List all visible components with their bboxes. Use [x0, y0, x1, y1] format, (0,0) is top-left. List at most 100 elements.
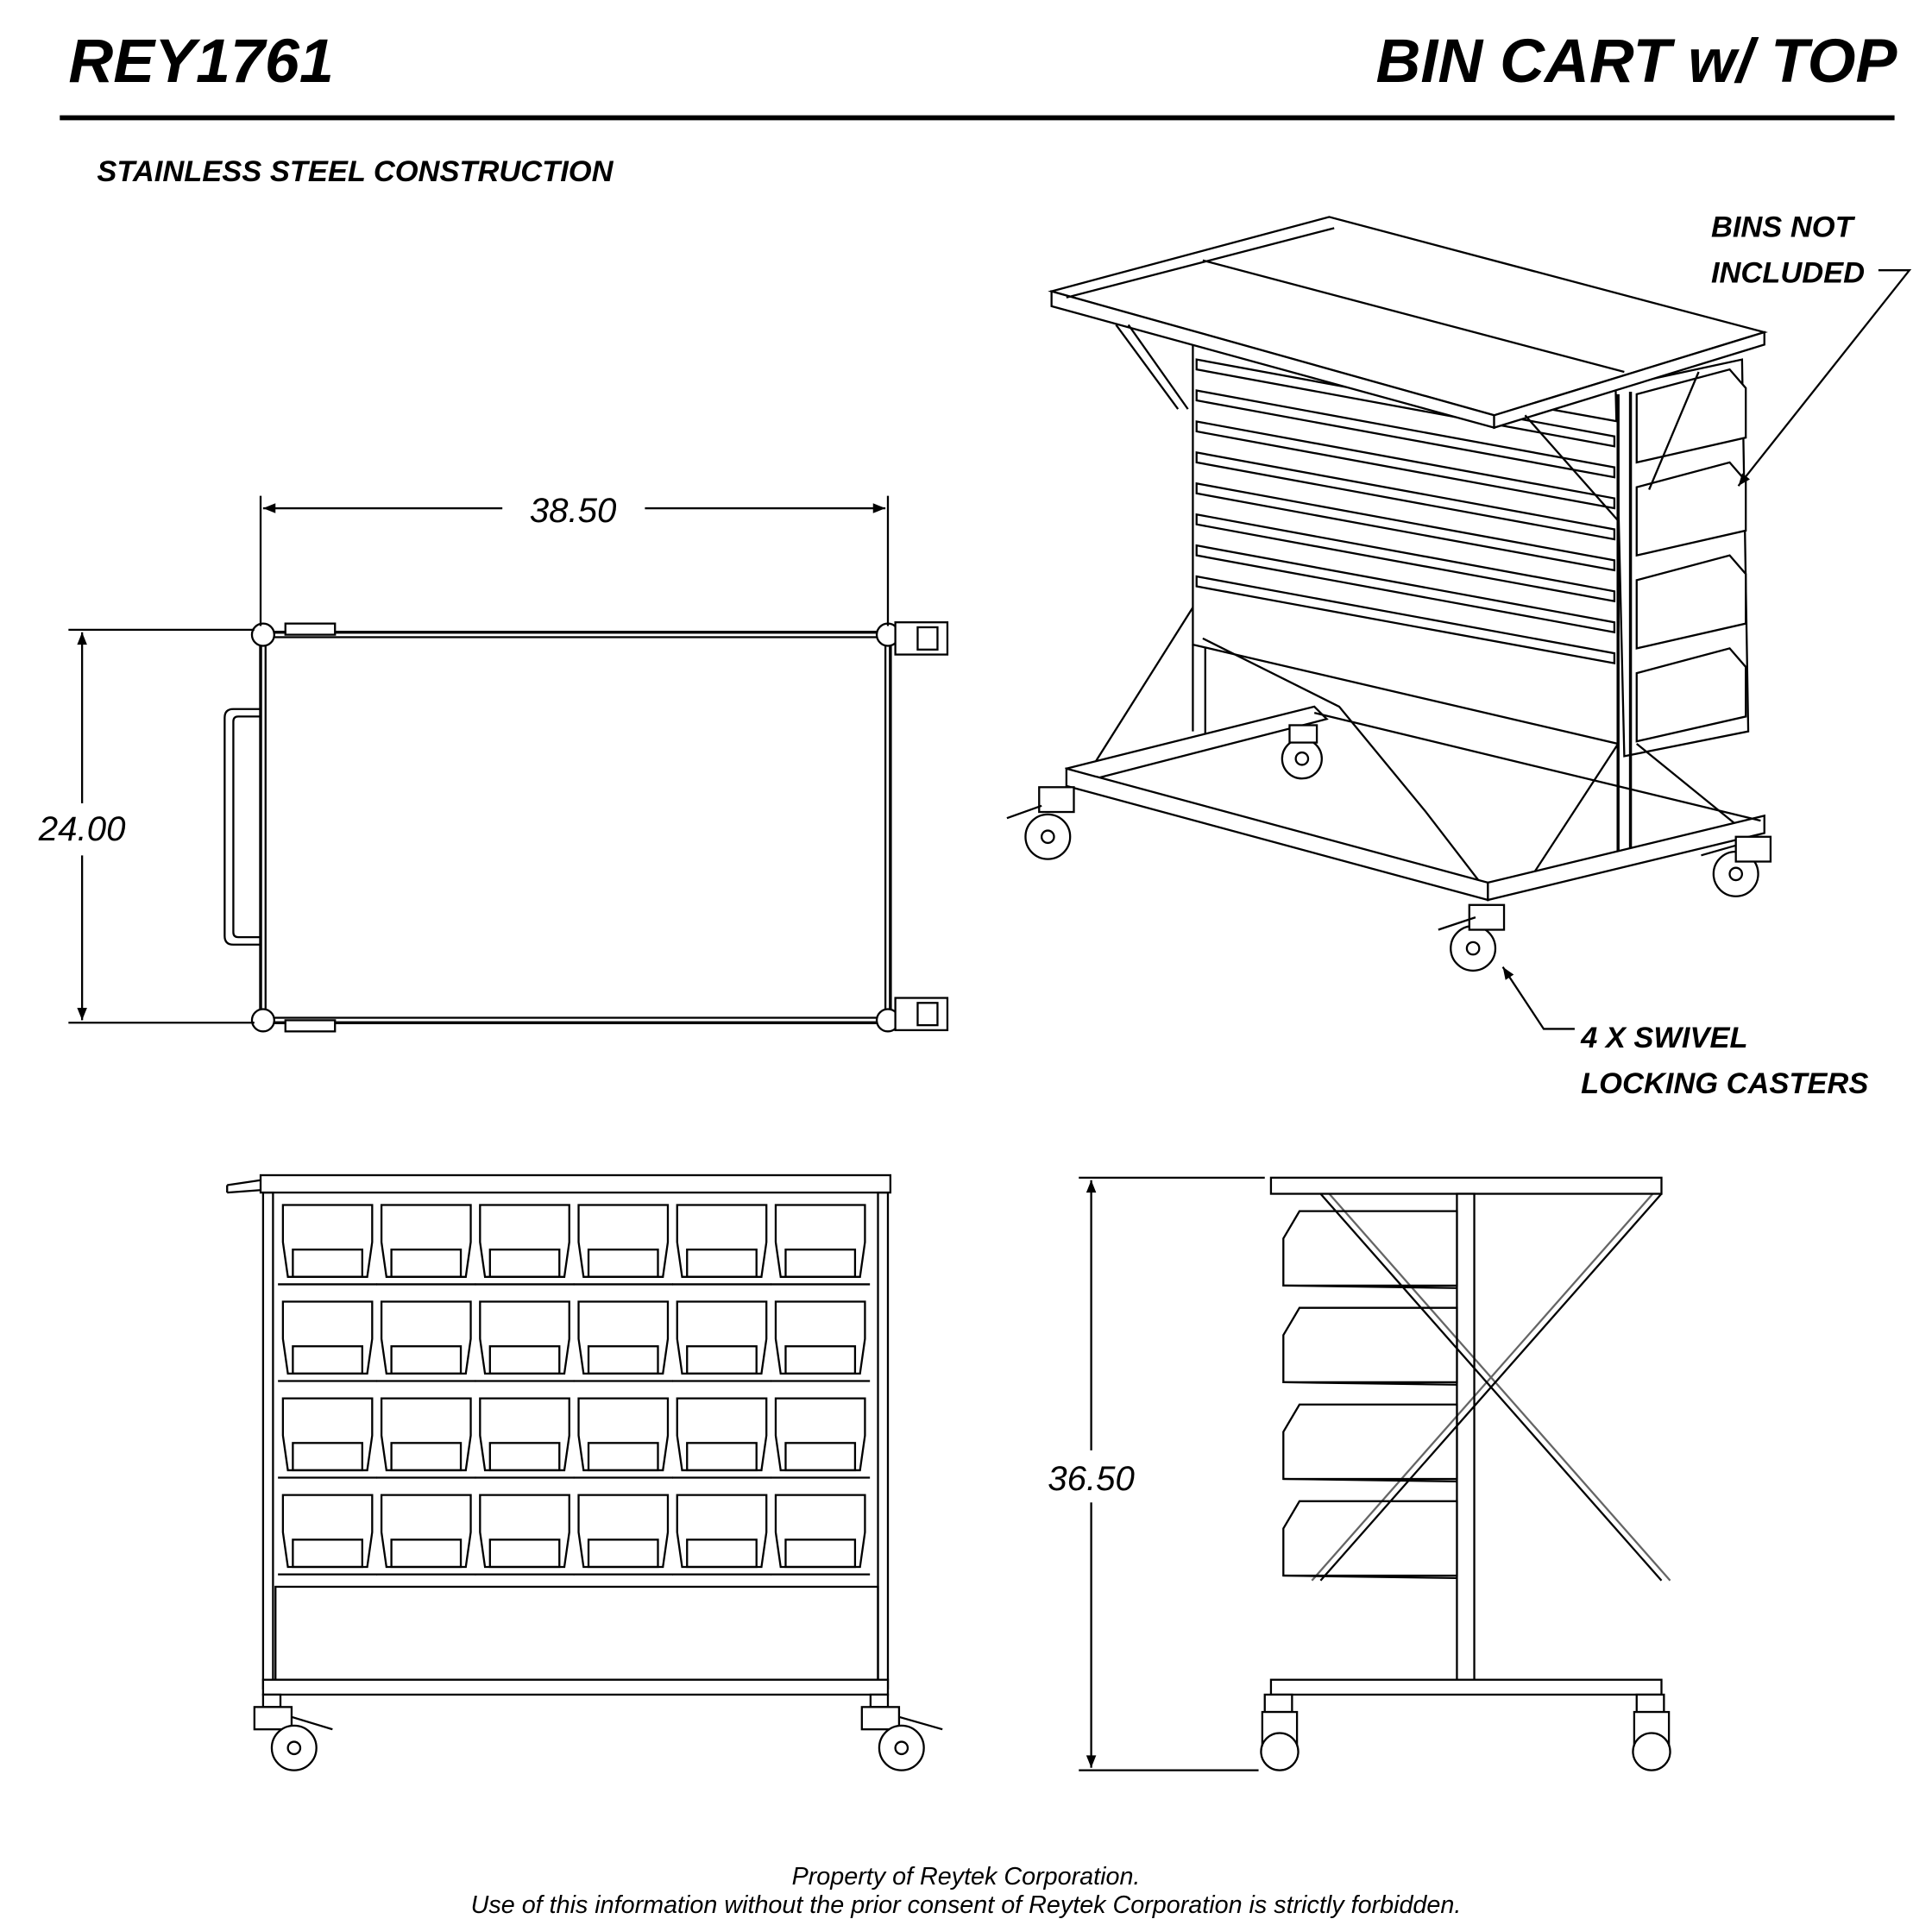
bin-icon: [573, 1397, 673, 1479]
bin-outline: [774, 1204, 866, 1278]
bin-icon: [1282, 1500, 1458, 1577]
bin-outline: [281, 1494, 374, 1569]
bin-icon: [573, 1204, 673, 1286]
side-view: 36.50: [1048, 1176, 1671, 1771]
bin-label-slot: [686, 1249, 758, 1278]
bin-label-slot: [686, 1538, 758, 1569]
bin-icon: [672, 1494, 771, 1576]
bin-icon: [376, 1204, 476, 1286]
bin-outline: [479, 1494, 570, 1569]
caster-icon: [250, 621, 949, 1033]
bin-outline: [676, 1494, 768, 1569]
top-view: 38.50 24.00: [38, 491, 949, 1033]
footer-property: Property of Reytek Corporation.: [792, 1863, 1141, 1891]
bin-label-slot: [488, 1538, 561, 1569]
bin-label-slot: [292, 1249, 363, 1278]
bin-outline: [281, 1300, 374, 1375]
bin-outline: [380, 1204, 472, 1278]
depth-dimension: 24.00: [38, 809, 126, 848]
bin-icon: [672, 1397, 771, 1479]
bin-outline: [479, 1397, 570, 1472]
bin-icon: [475, 1397, 575, 1479]
bin-label-slot: [686, 1442, 758, 1472]
bin-label-slot: [686, 1345, 758, 1375]
bins-note-line1: BINS NOT: [1711, 211, 1856, 243]
footer-disclaimer: Use of this information without the prio…: [471, 1891, 1462, 1919]
bin-label-slot: [784, 1345, 857, 1375]
caster-icon: [1006, 724, 1772, 972]
height-dimension: 36.50: [1048, 1459, 1135, 1498]
bin-icon: [475, 1494, 575, 1576]
bin-icon: [1635, 461, 1747, 557]
bin-icon: [672, 1300, 771, 1382]
bin-label-slot: [488, 1442, 561, 1472]
bin-rail: [1283, 1381, 1457, 1386]
bin-label-slot: [784, 1249, 857, 1278]
bin-icon: [672, 1204, 771, 1286]
bin-label-slot: [488, 1249, 561, 1278]
bin-icon: [278, 1204, 378, 1286]
bin-outline: [577, 1204, 670, 1278]
bin-outline: [380, 1494, 472, 1569]
bin-icon: [376, 1494, 476, 1576]
bin-icon: [1635, 554, 1747, 650]
slat: [1195, 481, 1616, 572]
bin-icon: [573, 1494, 673, 1576]
bin-icon: [475, 1204, 575, 1286]
bin-icon: [376, 1300, 476, 1382]
bin-icon: [278, 1494, 378, 1576]
caster-icon: [1260, 1693, 1671, 1771]
bin-label-slot: [390, 1345, 463, 1375]
bin-label-slot: [587, 1442, 659, 1472]
bin-label-slot: [390, 1249, 463, 1278]
slat: [1195, 389, 1616, 479]
caster-icon: [253, 1693, 943, 1771]
bin-icon: [771, 1397, 871, 1479]
bin-label-slot: [784, 1538, 857, 1569]
bin-icon: [278, 1300, 378, 1382]
casters-note-line2: LOCKING CASTERS: [1581, 1067, 1868, 1100]
bin-label-slot: [784, 1442, 857, 1472]
bin-icon: [771, 1494, 871, 1576]
bin-outline: [380, 1397, 472, 1472]
slat: [1195, 451, 1616, 541]
bin-label-slot: [488, 1345, 561, 1375]
front-view: [226, 1173, 943, 1771]
bin-outline: [577, 1494, 670, 1569]
slat: [1195, 420, 1616, 510]
drawing-title: BIN CART w/ TOP: [1376, 27, 1898, 96]
bin-outline: [281, 1204, 374, 1278]
bin-icon: [1282, 1403, 1458, 1481]
bin-outline: [676, 1397, 768, 1472]
part-number: REY1761: [68, 27, 333, 96]
bin-outline: [380, 1300, 472, 1375]
bin-icon: [1282, 1210, 1458, 1287]
bin-icon: [376, 1397, 476, 1479]
bin-label-slot: [587, 1538, 659, 1569]
bin-outline: [479, 1300, 570, 1375]
bin-rail: [1283, 1574, 1457, 1580]
bin-rail: [1283, 1284, 1457, 1289]
bin-outline: [577, 1397, 670, 1472]
bin-icon: [1635, 368, 1747, 464]
bin-outline: [577, 1300, 670, 1375]
bin-outline: [676, 1300, 768, 1375]
isometric-view: [1006, 216, 1772, 972]
bin-icon: [573, 1300, 673, 1382]
material-note: STAINLESS STEEL CONSTRUCTION: [97, 155, 614, 188]
bin-label-slot: [587, 1345, 659, 1375]
bin-label-slot: [292, 1442, 363, 1472]
bin-icon: [278, 1397, 378, 1479]
bin-label-slot: [390, 1538, 463, 1569]
bins-note-line2: INCLUDED: [1711, 257, 1865, 290]
bin-outline: [676, 1204, 768, 1278]
slat: [1195, 544, 1616, 634]
casters-note-line1: 4 X SWIVEL: [1580, 1022, 1747, 1054]
bin-label-slot: [587, 1249, 659, 1278]
bin-outline: [774, 1494, 866, 1569]
bin-outline: [479, 1204, 570, 1278]
bin-label-slot: [292, 1538, 363, 1569]
bin-icon: [475, 1300, 575, 1382]
bin-outline: [774, 1300, 866, 1375]
